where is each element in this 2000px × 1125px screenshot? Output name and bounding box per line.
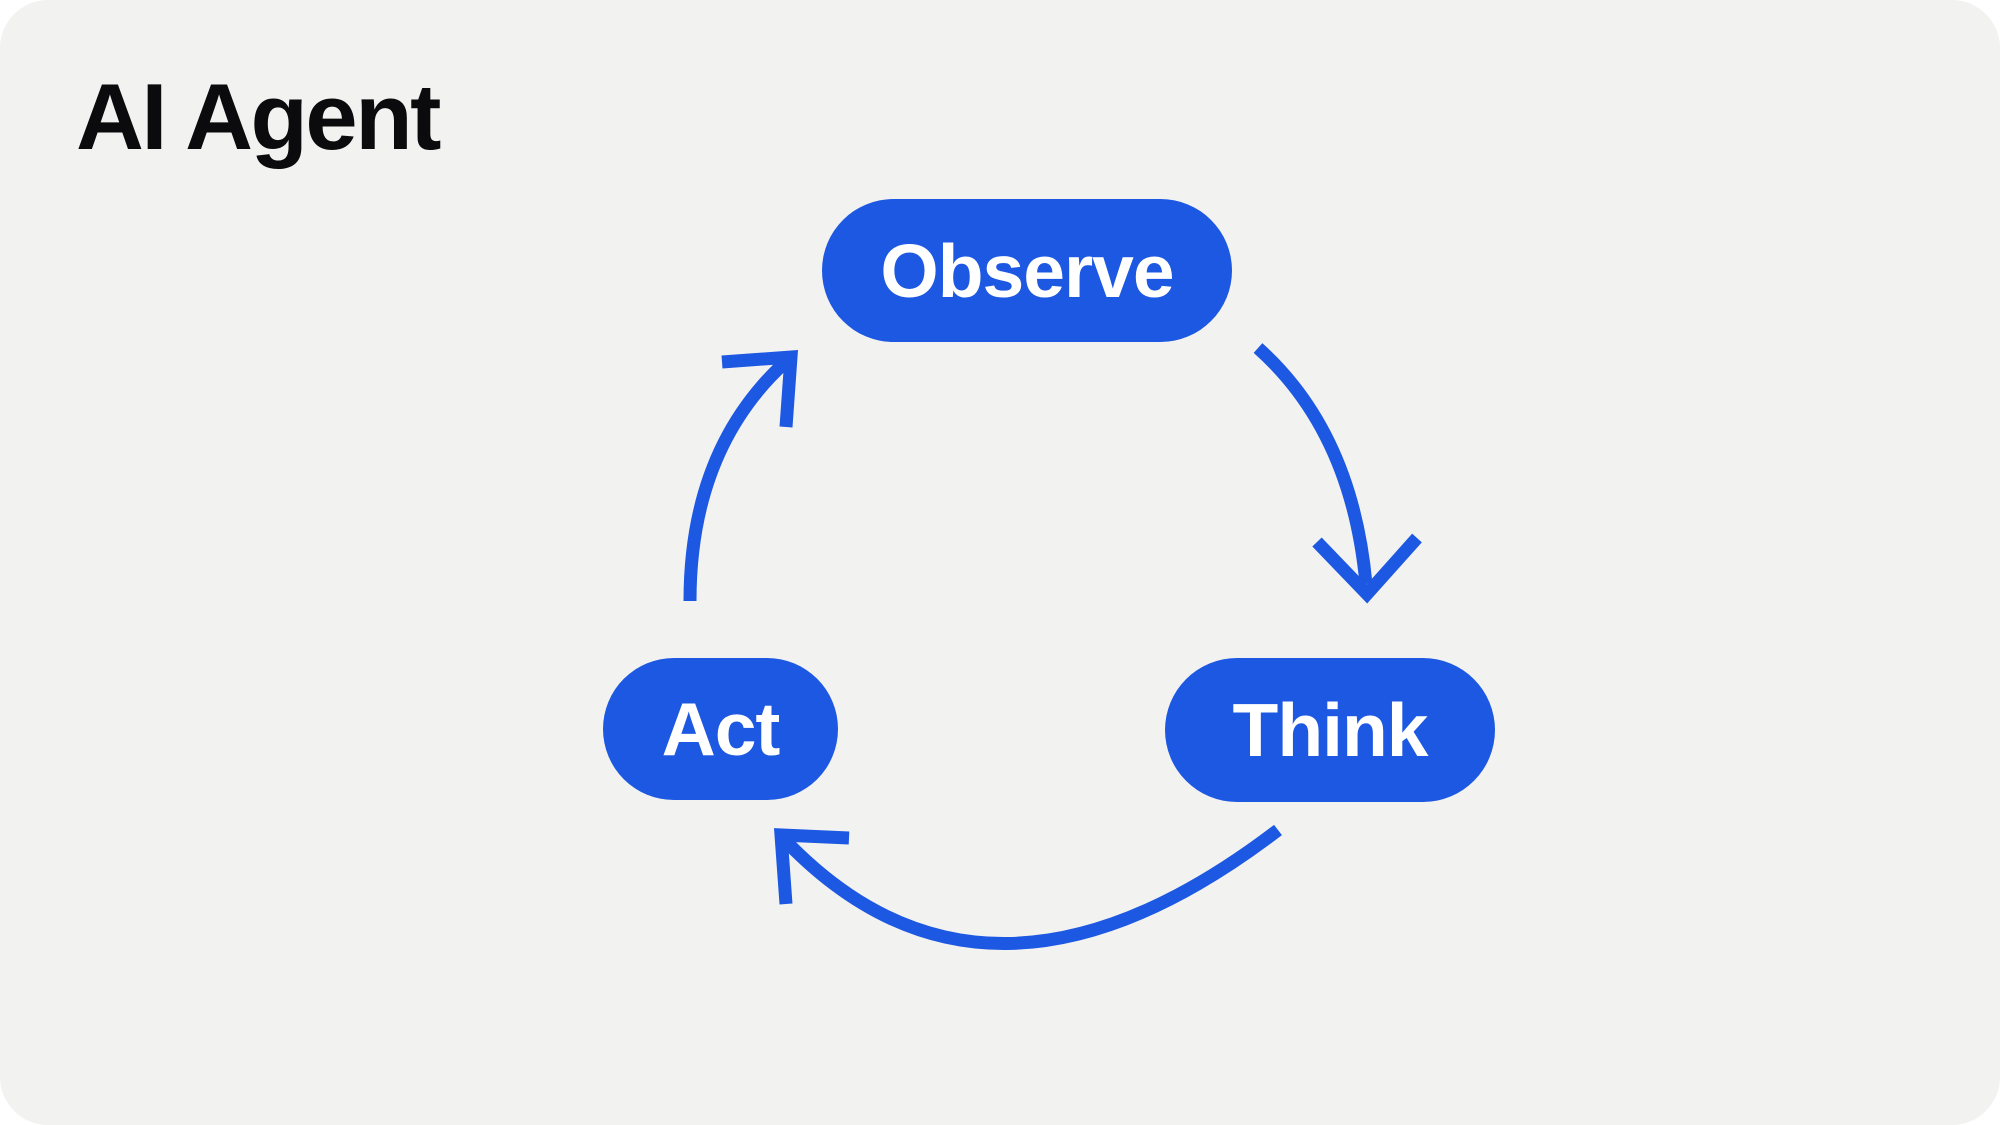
- edge-think-to-act: [773, 824, 1282, 950]
- node-think-label: Think: [1232, 688, 1429, 772]
- arrowhead-up-right-icon: [721, 349, 799, 428]
- node-act-label: Act: [661, 687, 781, 771]
- edge-act-to-observe: [683, 349, 799, 602]
- edge-think-act-curve: [776, 824, 1282, 950]
- node-think: Think: [1165, 658, 1495, 802]
- node-observe: Observe: [822, 199, 1232, 342]
- edge-observe-think-curve: [1253, 343, 1373, 585]
- arrowhead-down-icon: [1312, 533, 1422, 604]
- edge-act-observe-curve: [683, 352, 796, 602]
- arrowhead-up-left-icon: [773, 828, 850, 905]
- edge-observe-to-think: [1253, 343, 1422, 604]
- page-title: AI Agent: [76, 64, 441, 169]
- node-act: Act: [603, 658, 838, 800]
- node-observe-label: Observe: [880, 228, 1174, 313]
